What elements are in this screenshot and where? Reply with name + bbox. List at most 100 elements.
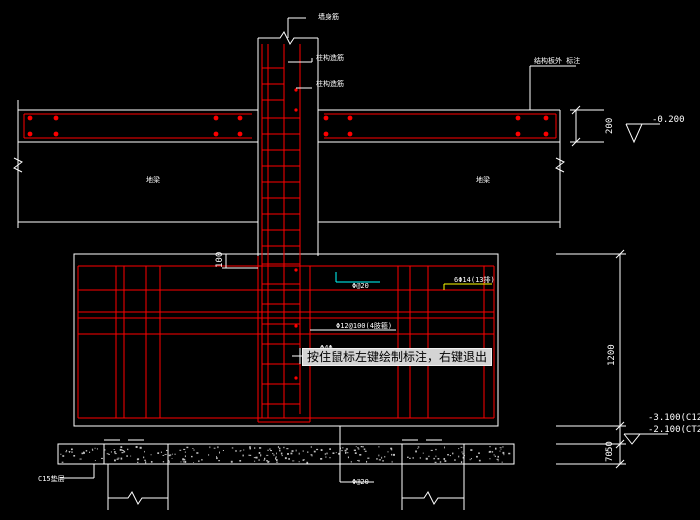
hatch-speck bbox=[182, 461, 185, 463]
hatch-speck bbox=[239, 460, 242, 462]
hatch-speck bbox=[167, 460, 170, 462]
hatch-speck bbox=[332, 452, 335, 454]
hatch-speck bbox=[255, 456, 258, 459]
hatch-speck bbox=[73, 455, 76, 457]
pile-outline bbox=[103, 439, 465, 510]
hatch-speck bbox=[476, 455, 478, 458]
hatch-speck bbox=[415, 450, 417, 453]
hatch-speck bbox=[462, 453, 464, 455]
hatch-speck bbox=[278, 447, 281, 450]
hatch-speck bbox=[499, 450, 501, 452]
hatch-speck bbox=[116, 458, 119, 460]
hatch-speck bbox=[162, 461, 165, 463]
hatch-speck bbox=[345, 451, 347, 454]
hatch-speck bbox=[437, 458, 440, 460]
hatch-speck bbox=[287, 453, 289, 455]
hatch-speck bbox=[150, 461, 153, 463]
hatch-speck bbox=[419, 457, 421, 459]
hatch-speck bbox=[360, 446, 363, 448]
dim-footing-height: 1200 bbox=[607, 344, 617, 366]
hatch-speck bbox=[184, 451, 186, 453]
hatch-speck bbox=[267, 461, 270, 463]
hatch-speck bbox=[435, 455, 437, 458]
hatch-speck bbox=[313, 450, 316, 453]
hatch-speck bbox=[216, 456, 217, 458]
hatch-speck bbox=[103, 449, 106, 451]
hatch-speck bbox=[489, 458, 491, 460]
hatch-speck bbox=[144, 459, 146, 462]
hatch-speck bbox=[489, 446, 491, 448]
label-right-mid: 地梁 bbox=[476, 175, 490, 184]
hatch-speck bbox=[290, 452, 293, 455]
hatch-speck bbox=[381, 456, 383, 459]
hatch-speck bbox=[501, 461, 503, 463]
hatch-speck bbox=[171, 458, 173, 459]
hatch-speck bbox=[180, 461, 182, 463]
hatch-speck bbox=[508, 452, 511, 455]
hatch-speck bbox=[275, 457, 277, 460]
rebar-lines bbox=[23, 44, 557, 423]
hatch-speck bbox=[254, 460, 256, 462]
hatch-speck bbox=[444, 446, 445, 449]
hatch-speck bbox=[329, 448, 331, 450]
hatch-speck bbox=[275, 456, 277, 458]
hatch-speck bbox=[122, 450, 124, 451]
hatch-speck bbox=[354, 452, 357, 454]
hatch-speck bbox=[114, 451, 116, 453]
hatch-speck bbox=[231, 447, 234, 449]
hatch-speck bbox=[62, 455, 65, 457]
hatch-speck bbox=[239, 450, 241, 452]
hatch-speck bbox=[382, 460, 384, 462]
hatch-speck bbox=[443, 458, 446, 460]
dimension-lines bbox=[222, 105, 668, 469]
hatch-speck bbox=[391, 448, 393, 451]
hatch-speck bbox=[258, 459, 260, 461]
hatch-speck bbox=[183, 458, 186, 461]
hatch-speck bbox=[166, 449, 168, 451]
hatch-speck bbox=[276, 452, 277, 455]
hatch-speck bbox=[329, 457, 331, 459]
hatch-speck bbox=[378, 459, 381, 461]
hatch-speck bbox=[347, 456, 349, 459]
hatch-speck bbox=[307, 451, 309, 453]
hatch-speck bbox=[191, 455, 193, 458]
hatch-speck bbox=[362, 446, 364, 448]
hatch-speck bbox=[108, 453, 110, 455]
hatch-speck bbox=[201, 459, 203, 461]
hatch-speck bbox=[390, 447, 393, 450]
hatch-speck bbox=[462, 456, 464, 459]
hatch-speck bbox=[71, 448, 73, 451]
hatch-speck bbox=[460, 446, 463, 448]
hatch-speck bbox=[243, 449, 245, 451]
hatch-speck bbox=[92, 449, 94, 451]
hatch-speck bbox=[298, 452, 300, 455]
hatch-speck bbox=[430, 449, 433, 451]
hatch-speck bbox=[272, 453, 274, 455]
hatch-speck bbox=[249, 446, 251, 448]
hatch-speck bbox=[174, 453, 176, 455]
label-top3: 柱构造筋 bbox=[316, 79, 344, 88]
dim-elev-low: -2.100(CT2) bbox=[648, 425, 700, 435]
hatch-speck bbox=[91, 448, 93, 451]
base-pad-hatch bbox=[60, 446, 511, 464]
hatch-speck bbox=[428, 455, 430, 457]
hatch-speck bbox=[342, 447, 344, 449]
hatch-speck bbox=[254, 447, 256, 449]
hatch-speck bbox=[302, 459, 304, 461]
hatch-speck bbox=[127, 448, 129, 451]
hatch-speck bbox=[164, 454, 167, 455]
hatch-speck bbox=[502, 451, 505, 454]
hatch-speck bbox=[218, 460, 220, 462]
hatch-speck bbox=[412, 457, 414, 459]
hatch-speck bbox=[281, 455, 283, 457]
hatch-speck bbox=[179, 449, 182, 451]
hatch-speck bbox=[344, 449, 347, 452]
hatch-speck bbox=[144, 450, 145, 453]
cursor-tooltip: 按住鼠标左键绘制标注，右键退出 bbox=[302, 348, 493, 366]
hatch-speck bbox=[433, 457, 435, 460]
hatch-speck bbox=[184, 455, 186, 458]
dimension-text: 200 -0.200 100 1200 50 70 -3.100(C12b) -… bbox=[215, 115, 700, 462]
hatch-speck bbox=[106, 453, 109, 455]
hatch-speck bbox=[364, 450, 367, 452]
